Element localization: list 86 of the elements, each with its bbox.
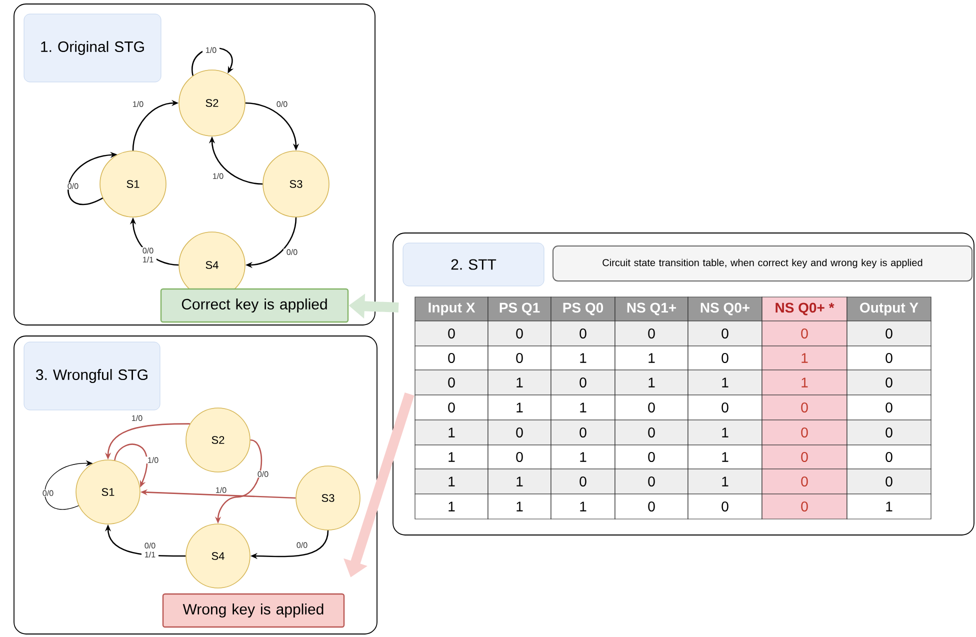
table-cell: 0 <box>762 420 848 446</box>
table-cell: 0 <box>762 394 848 420</box>
table-cell: 1 <box>688 420 762 446</box>
table-cell: 1 <box>762 346 848 370</box>
table-cell: 0 <box>762 444 848 470</box>
table-cell: 1 <box>688 370 762 396</box>
table-header-cell: Input X <box>414 296 488 322</box>
table-cell: 1 <box>846 494 932 520</box>
table-cell: 0 <box>414 346 488 370</box>
table-cell: 0 <box>688 346 762 370</box>
table-cell: 1 <box>550 394 616 420</box>
table-header-cell: NS Q1+ <box>614 296 688 322</box>
description-box: Circuit state transition table, when correct key and wrong key is applied <box>552 246 973 282</box>
table-cell: 1 <box>762 370 848 396</box>
edge-label: 0/0 <box>294 542 310 548</box>
panel-frame <box>392 232 974 536</box>
table-cell: 0 <box>762 320 848 346</box>
table-cell: 0 <box>488 346 552 370</box>
table-cell: 0 <box>614 320 688 346</box>
table-cell: 0 <box>846 468 932 494</box>
table-cell: 0 <box>846 394 932 420</box>
table-cell: 0 <box>688 394 762 420</box>
panel-frame <box>14 336 378 634</box>
table-cell: 0 <box>550 370 616 396</box>
table-cell: 1 <box>414 420 488 446</box>
edge-label: 0/0 <box>274 100 290 108</box>
table-cell: 1 <box>688 468 762 494</box>
table-cell: 0 <box>846 444 932 470</box>
edge-label: 0/0 1/1 <box>140 247 156 263</box>
table-header-cell: PS Q0 <box>550 296 616 322</box>
table-cell: 1 <box>488 370 552 396</box>
transition-arrow <box>192 48 234 76</box>
table-cell: 0 <box>414 320 488 346</box>
table-cell: 1 <box>688 444 762 470</box>
table-cell: 0 <box>846 370 932 396</box>
edge-label: 0/0 <box>284 248 300 256</box>
edge-label: 0/0 <box>40 490 56 496</box>
table-cell: 1 <box>414 494 488 520</box>
table-cell: 1 <box>488 494 552 520</box>
table-cell: 0 <box>414 370 488 396</box>
table-header-cell: PS Q1 <box>488 296 552 322</box>
edge-label: 1/0 <box>128 414 146 422</box>
table-header-cell: Output Y <box>846 296 932 322</box>
edge-label: 1/0 <box>144 456 162 464</box>
edge-label: 0/0 <box>254 470 272 478</box>
table-header-cell: NS Q0+ * <box>762 296 848 322</box>
table-cell: 0 <box>614 494 688 520</box>
table-cell: 0 <box>614 468 688 494</box>
table-cell: 1 <box>550 346 616 370</box>
edge-label: 0/0 <box>64 182 82 190</box>
edge-label: 1/0 <box>210 172 226 180</box>
edge-label: 0/0 1/1 <box>142 542 158 558</box>
table-cell: 0 <box>550 320 616 346</box>
table-cell: 1 <box>414 468 488 494</box>
edge-label: 1/0 <box>202 46 220 54</box>
status-box: Wrong key is applied <box>162 593 345 628</box>
table-cell: 0 <box>846 320 932 346</box>
table-cell: 0 <box>550 420 616 446</box>
table-cell: 0 <box>762 494 848 520</box>
section-heading: 2. STT <box>402 242 544 286</box>
table-cell: 0 <box>614 394 688 420</box>
table-cell: 0 <box>846 420 932 446</box>
table-header-cell: NS Q0+ <box>688 296 762 322</box>
section-heading: 3. Wrongful STG <box>24 342 160 410</box>
panel-frame <box>14 4 376 326</box>
table-cell: 0 <box>488 320 552 346</box>
edge-label: 1/0 <box>212 486 230 494</box>
table-cell: 0 <box>846 346 932 370</box>
table-cell: 1 <box>488 468 552 494</box>
edge-label: 1/0 <box>130 100 146 108</box>
table-cell: 0 <box>550 468 616 494</box>
table-cell: 0 <box>614 444 688 470</box>
table-cell: 0 <box>414 394 488 420</box>
table-cell: 1 <box>488 394 552 420</box>
section-heading: 1. Original STG <box>24 14 162 82</box>
table-cell: 0 <box>688 320 762 346</box>
table-cell: 0 <box>488 420 552 446</box>
table-cell: 0 <box>488 444 552 470</box>
table-cell: 0 <box>688 494 762 520</box>
table-cell: 1 <box>550 494 616 520</box>
table-cell: 1 <box>614 346 688 370</box>
table-cell: 1 <box>414 444 488 470</box>
table-cell: 0 <box>614 420 688 446</box>
table-cell: 1 <box>614 370 688 396</box>
table-cell: 1 <box>550 444 616 470</box>
table-cell: 0 <box>762 468 848 494</box>
